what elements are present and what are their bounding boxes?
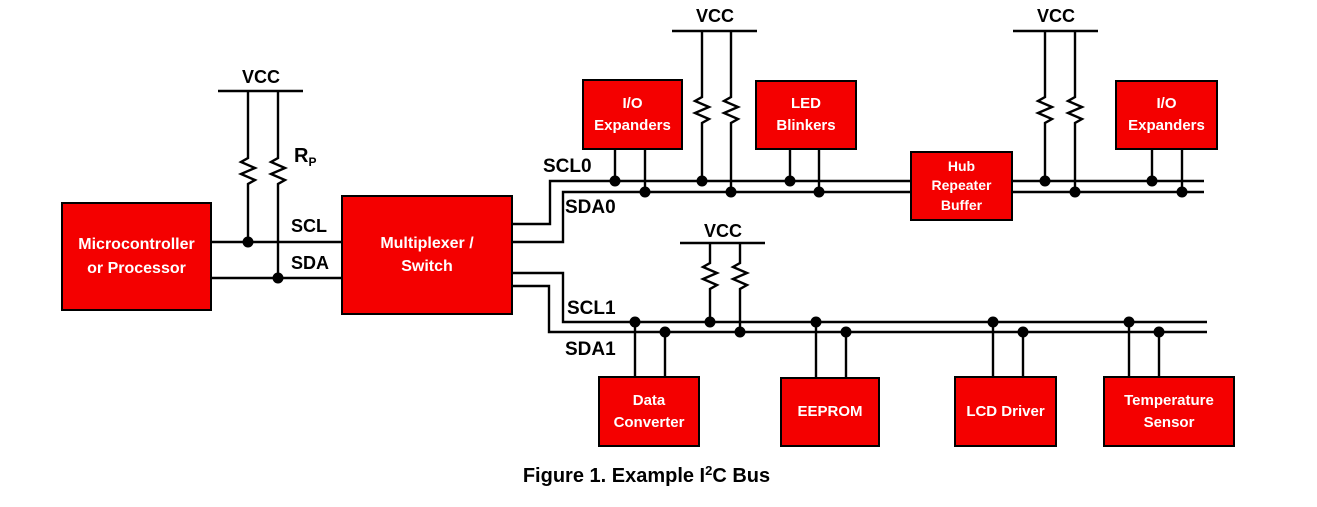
scl-label: SCL (291, 216, 327, 236)
pullup-resistor-icon (267, 91, 289, 278)
block-led-blinkers: LED Blinkers (755, 80, 857, 150)
block-multiplexer-switch: Multiplexer / Switch (341, 195, 513, 315)
sda1-bus-line (513, 284, 1207, 334)
pullup-resistor-icon (237, 91, 259, 242)
block-data-converter: Data Converter (598, 376, 700, 447)
pullup-resistor-icon (699, 243, 721, 322)
junction-dot (1039, 175, 1051, 187)
vcc-label-top-right: VCC (1036, 6, 1075, 26)
vcc-label-top-mid: VCC (695, 6, 734, 26)
scl0-bus-line (513, 179, 1204, 226)
junction-dot (1146, 175, 1158, 187)
sda1-label: SDA1 (565, 339, 616, 360)
junction-dot (813, 186, 825, 198)
block-io-expanders-right: I/O Expanders (1115, 80, 1218, 150)
sda0-bus-line (513, 190, 1204, 244)
pullup-resistor-icon (729, 243, 751, 332)
junction-dot (704, 316, 716, 328)
block-io-expanders-left: I/O Expanders (582, 79, 683, 150)
vcc-label-left: VCC (241, 67, 280, 87)
rp-subscript: P (308, 155, 317, 169)
junction-dot (609, 175, 621, 187)
junction-dot (272, 272, 284, 284)
rp-base: R (294, 145, 309, 167)
caption-superscript: 2 (705, 463, 713, 478)
junction-dot (1069, 186, 1081, 198)
junction-dot (725, 186, 737, 198)
junction-dot (810, 316, 822, 328)
junction-dot (1153, 326, 1165, 338)
pullup-resistor-icon (1064, 31, 1086, 192)
junction-dot (1017, 326, 1029, 338)
vcc-label-mid: VCC (703, 221, 742, 241)
junction-dot (639, 186, 651, 198)
junction-dots (242, 175, 1188, 338)
junction-dot (696, 175, 708, 187)
junction-dot (987, 316, 999, 328)
sda0-label: SDA0 (565, 197, 616, 218)
block-eeprom: EEPROM (780, 377, 880, 447)
junction-dot (840, 326, 852, 338)
scl1-bus-line (513, 271, 1207, 324)
figure-caption: Figure 1. Example I2C Bus (0, 463, 1293, 488)
junction-dot (629, 316, 641, 328)
caption-prefix: Figure 1. Example I (522, 465, 706, 487)
junction-dot (1123, 316, 1135, 328)
pullup-resistor-icon (691, 31, 713, 181)
rp-label: RP (294, 145, 316, 169)
block-hub-repeater-buffer: Hub Repeater Buffer (910, 151, 1013, 221)
scl0-label: SCL0 (543, 156, 592, 177)
block-microcontroller: Microcontroller or Processor (61, 202, 212, 311)
pullup-resistor-icon (720, 31, 742, 192)
block-temperature-sensor: Temperature Sensor (1103, 376, 1235, 447)
junction-dot (1176, 186, 1188, 198)
junction-dot (659, 326, 671, 338)
pullup-resistor-icon (1034, 31, 1056, 181)
caption-suffix: C Bus (712, 465, 771, 487)
junction-dot (734, 326, 746, 338)
scl1-label: SCL1 (567, 298, 616, 319)
block-lcd-driver: LCD Driver (954, 376, 1057, 447)
junction-dot (242, 236, 254, 248)
sda-label: SDA (291, 253, 330, 273)
junction-dot (784, 175, 796, 187)
